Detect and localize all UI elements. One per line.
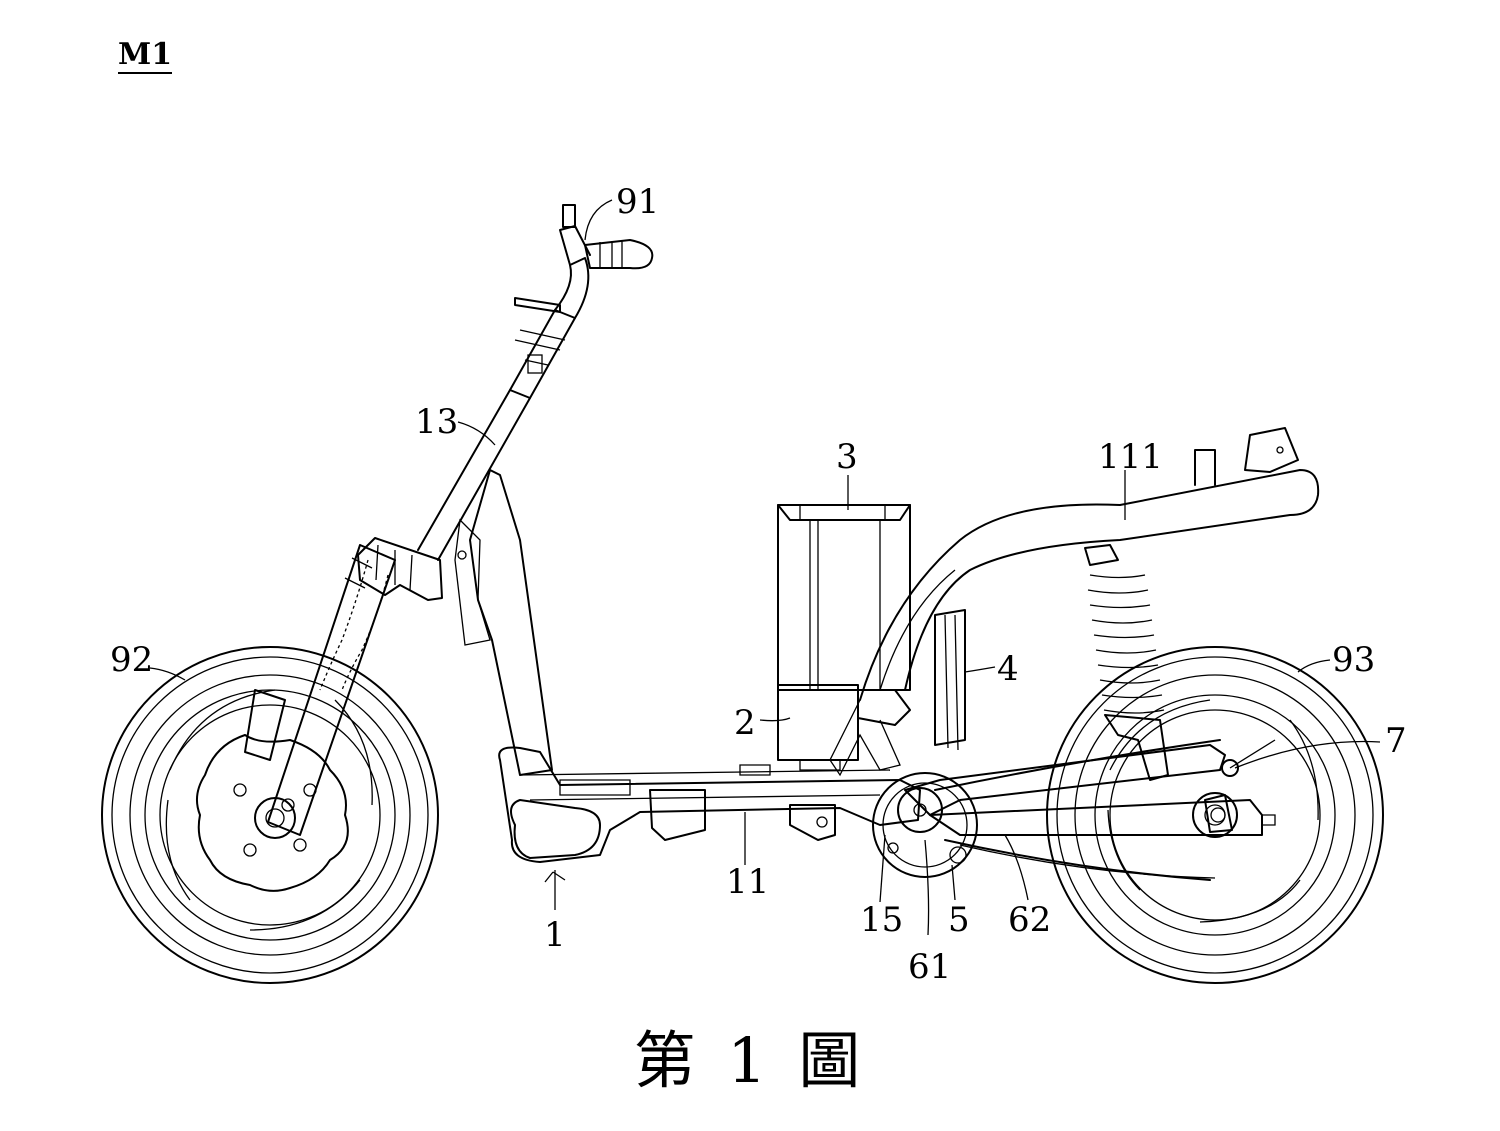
figure-model-tag: M1: [118, 37, 173, 74]
ref-label-5: 5: [948, 900, 970, 940]
figure-caption: 第 1 圖: [633, 1024, 867, 1097]
handlebar-grip: [559, 204, 654, 270]
belt-tensioner-7: [1221, 739, 1276, 777]
ref-label-1: 1: [544, 915, 566, 955]
steering-clamp: [357, 537, 443, 601]
ref-label-11: 11: [726, 862, 770, 902]
ref-label-15: 15: [860, 900, 904, 940]
front-down-tube: [454, 469, 553, 776]
rear-frame: [829, 427, 1320, 777]
ref-label-4: 4: [997, 649, 1019, 689]
front-brake-disc: [195, 734, 349, 892]
leader-lines: [149, 199, 1381, 936]
rear-wheel: [1046, 646, 1384, 984]
drive-motor: [872, 772, 978, 878]
ref-label-62: 62: [1008, 900, 1052, 940]
ref-label-93: 93: [1332, 640, 1376, 680]
front-wheel: [101, 646, 439, 984]
motor-controller-4: [934, 609, 966, 751]
ref-label-3: 3: [836, 437, 858, 477]
ref-label-7: 7: [1385, 721, 1407, 761]
steering-column: [417, 257, 590, 561]
front-fork: [244, 544, 396, 836]
swingarm: [904, 744, 1276, 836]
drive-belt: [934, 739, 1221, 881]
ref-label-92: 92: [110, 640, 154, 680]
controller-box: [777, 684, 859, 771]
rear-shock-absorber: [1084, 544, 1169, 781]
ref-label-91: 91: [616, 182, 660, 222]
ref-label-2: 2: [734, 703, 756, 743]
ref-label-13: 13: [415, 402, 459, 442]
ref-label-61: 61: [908, 947, 952, 987]
ref-label-111: 111: [1098, 437, 1163, 477]
main-floor-frame: [498, 746, 921, 863]
battery-module: [777, 504, 911, 691]
frame-bracket: [510, 799, 601, 859]
